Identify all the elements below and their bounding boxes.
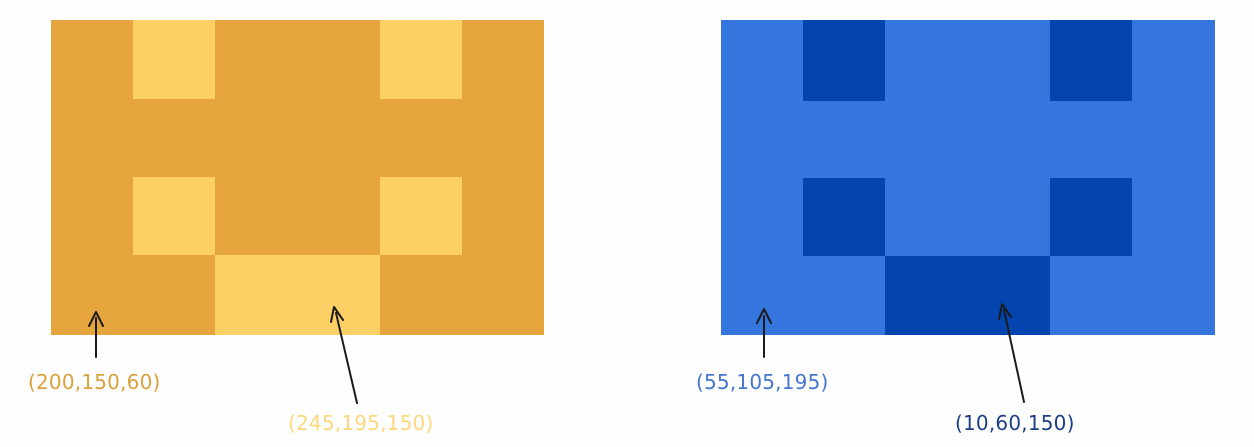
orange-eye-top-left (133, 20, 215, 99)
blue-pixel-rgb-label: (10,60,150) (955, 411, 1075, 435)
orange-background-rgb-label: (200,150,60) (28, 370, 161, 394)
blue-mouth (885, 256, 1050, 335)
blue-background-rgb-label: (55,105,195) (696, 370, 829, 394)
blue-eye-top-right (1050, 20, 1132, 101)
blue-eye-top-left (803, 20, 885, 101)
orange-eye-top-right (380, 20, 462, 99)
blue-cheek-left (803, 178, 885, 256)
orange-pixel-grid (51, 20, 544, 335)
blue-cheek-right (1050, 178, 1132, 256)
blue-pixel-face-image (721, 20, 1215, 335)
blue-pixel-grid (721, 20, 1215, 335)
orange-pixel-face-image (51, 20, 544, 335)
orange-cheek-right (380, 177, 462, 255)
orange-cheek-left (133, 177, 215, 255)
orange-pixel-rgb-label: (245,195,150) (288, 411, 434, 435)
orange-mouth (215, 255, 380, 335)
